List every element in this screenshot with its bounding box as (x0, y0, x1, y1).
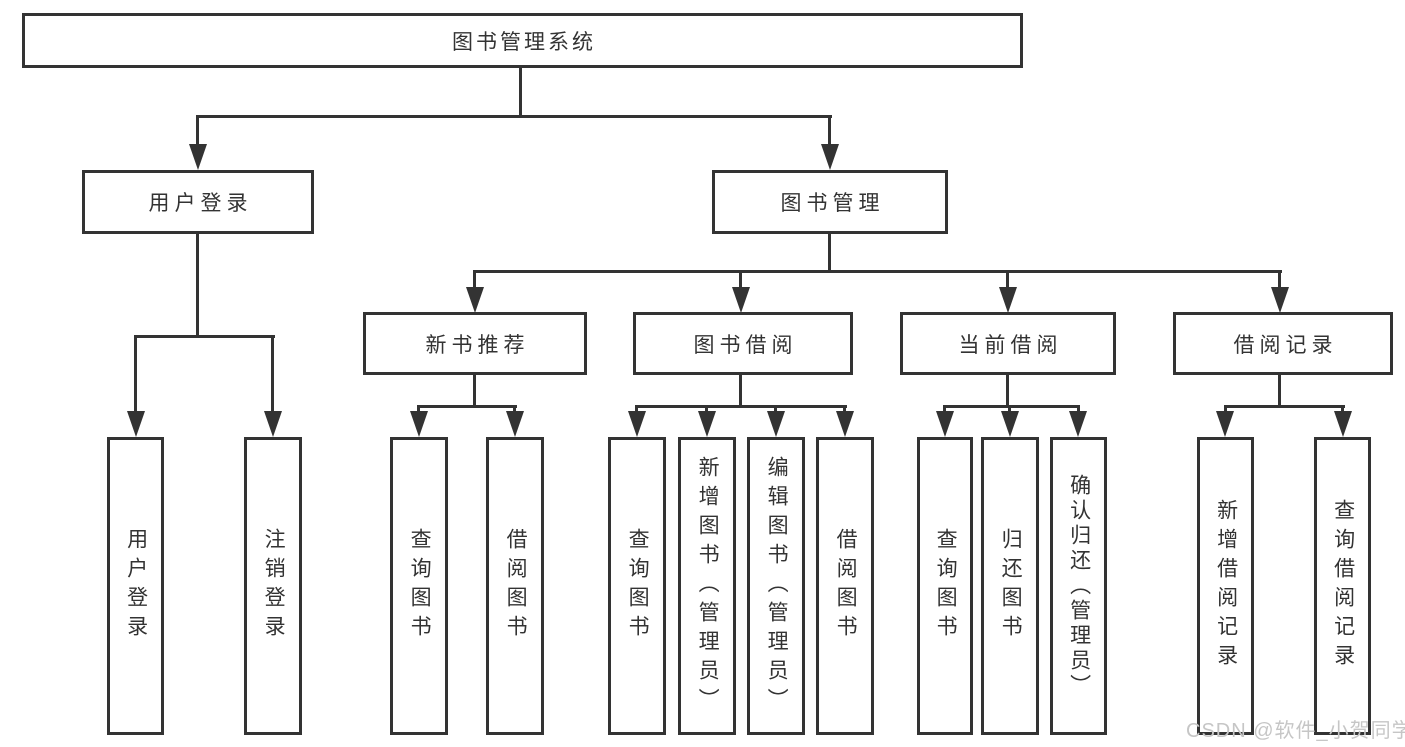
arrowhead-down-icon (628, 411, 646, 437)
connector-drop-current-borrow (1006, 270, 1009, 287)
node-book-borrow: 图书借阅 (633, 312, 853, 375)
node-borrow-record-label: 借阅记录 (1233, 333, 1338, 357)
arrowhead-down-icon (506, 411, 524, 437)
connector-user-login-rail (134, 335, 275, 338)
connector-drop (1077, 405, 1080, 413)
arrowhead-down-icon (836, 411, 854, 437)
node-book-management: 图书管理 (712, 170, 948, 234)
leaf-br-query-record-label: 查询借阅记录 (1331, 499, 1355, 673)
connector-new-book-stem (473, 374, 476, 407)
leaf-logout-label: 注销登录 (262, 528, 286, 644)
connector-drop (635, 405, 638, 413)
leaf-rec-query-book-label: 查询图书 (408, 528, 432, 644)
leaf-bb-query-book-label: 查询图书 (626, 528, 650, 644)
connector-borrow-record-stem (1278, 374, 1281, 407)
leaf-bb-query-book: 查询图书 (608, 437, 666, 735)
arrowhead-down-icon (410, 411, 428, 437)
connector-current-borrow-stem (1006, 374, 1009, 407)
leaf-cb-query-book: 查询图书 (917, 437, 973, 735)
arrowhead-down-icon (821, 144, 839, 170)
arrowhead-down-icon (1334, 411, 1352, 437)
connector-drop (513, 405, 516, 413)
node-new-book-recommend-label: 新书推荐 (425, 333, 530, 357)
connector-drop-borrow-record (1278, 270, 1281, 287)
arrowhead-down-icon (264, 411, 282, 437)
csdn-watermark: CSDN @软件_小贺同学 (1186, 720, 1405, 742)
connector-drop (1224, 405, 1227, 413)
connector-book-mgmt-stem (828, 233, 831, 273)
connector-borrow-record-rail (1224, 405, 1345, 408)
connector-drop (705, 405, 708, 413)
node-user-login: 用户登录 (82, 170, 314, 234)
connector-book-borrow-rail (635, 405, 847, 408)
leaf-rec-borrow-book: 借阅图书 (486, 437, 544, 735)
leaf-bb-add-book-admin: 新增图书（管理员） (678, 437, 736, 735)
connector-new-book-rail (417, 405, 517, 408)
leaf-bb-edit-book-admin: 编辑图书（管理员） (747, 437, 805, 735)
connector-drop (843, 405, 846, 413)
connector-drop (1341, 405, 1344, 413)
node-borrow-record: 借阅记录 (1173, 312, 1393, 375)
connector-current-borrow-rail (943, 405, 1080, 408)
leaf-bb-borrow-book: 借阅图书 (816, 437, 874, 735)
arrowhead-down-icon (1069, 411, 1087, 437)
connector-root-stem (519, 68, 522, 118)
connector-drop-new-book (473, 270, 476, 287)
connector-book-borrow-stem (739, 374, 742, 407)
leaf-bb-edit-book-admin-label: 编辑图书（管理员） (765, 455, 789, 717)
leaf-br-add-record: 新增借阅记录 (1197, 437, 1254, 735)
leaf-bb-borrow-book-label: 借阅图书 (834, 528, 858, 644)
leaf-br-add-record-label: 新增借阅记录 (1214, 499, 1238, 673)
connector-book-mgmt-rail (473, 270, 1282, 273)
arrowhead-down-icon (1001, 411, 1019, 437)
arrowhead-down-icon (1216, 411, 1234, 437)
leaf-cb-query-book-label: 查询图书 (934, 528, 958, 644)
connector-drop (417, 405, 420, 413)
connector-root-rail (196, 115, 832, 118)
connector-user-login-stem (196, 233, 199, 337)
node-root-system: 图书管理系统 (22, 13, 1023, 68)
leaf-logout: 注销登录 (244, 437, 302, 735)
leaf-cb-return-book-label: 归还图书 (999, 528, 1023, 644)
node-book-management-label: 图书管理 (780, 192, 885, 215)
connector-drop-book-borrow (739, 270, 742, 287)
leaf-user-login: 用户登录 (107, 437, 164, 735)
node-new-book-recommend: 新书推荐 (363, 312, 587, 375)
node-book-borrow-label: 图书借阅 (693, 333, 798, 357)
leaf-cb-return-book: 归还图书 (981, 437, 1039, 735)
arrowhead-down-icon (698, 411, 716, 437)
leaf-br-query-record: 查询借阅记录 (1314, 437, 1371, 735)
arrowhead-down-icon (732, 287, 750, 313)
connector-drop-user-login (196, 115, 199, 145)
connector-drop-book-mgmt (828, 115, 831, 145)
arrowhead-down-icon (127, 411, 145, 437)
node-current-borrow: 当前借阅 (900, 312, 1116, 375)
arrowhead-down-icon (936, 411, 954, 437)
node-root-label: 图书管理系统 (452, 30, 596, 54)
leaf-rec-query-book: 查询图书 (390, 437, 448, 735)
arrowhead-down-icon (1271, 287, 1289, 313)
leaf-cb-confirm-return-admin-label: 确认归还（管理员） (1067, 473, 1091, 699)
connector-drop (1008, 405, 1011, 413)
leaf-cb-confirm-return-admin: 确认归还（管理员） (1050, 437, 1107, 735)
arrowhead-down-icon (189, 144, 207, 170)
connector-drop-leaf-logout (271, 335, 274, 413)
arrowhead-down-icon (999, 287, 1017, 313)
arrowhead-down-icon (767, 411, 785, 437)
leaf-bb-add-book-admin-label: 新增图书（管理员） (696, 455, 720, 717)
arrowhead-down-icon (466, 287, 484, 313)
node-current-borrow-label: 当前借阅 (958, 333, 1063, 357)
leaf-user-login-label: 用户登录 (124, 528, 148, 644)
leaf-rec-borrow-book-label: 借阅图书 (504, 528, 528, 644)
node-user-login-label: 用户登录 (148, 192, 253, 215)
connector-drop (774, 405, 777, 413)
connector-drop (943, 405, 946, 413)
connector-drop-leaf-user-login (134, 335, 137, 413)
